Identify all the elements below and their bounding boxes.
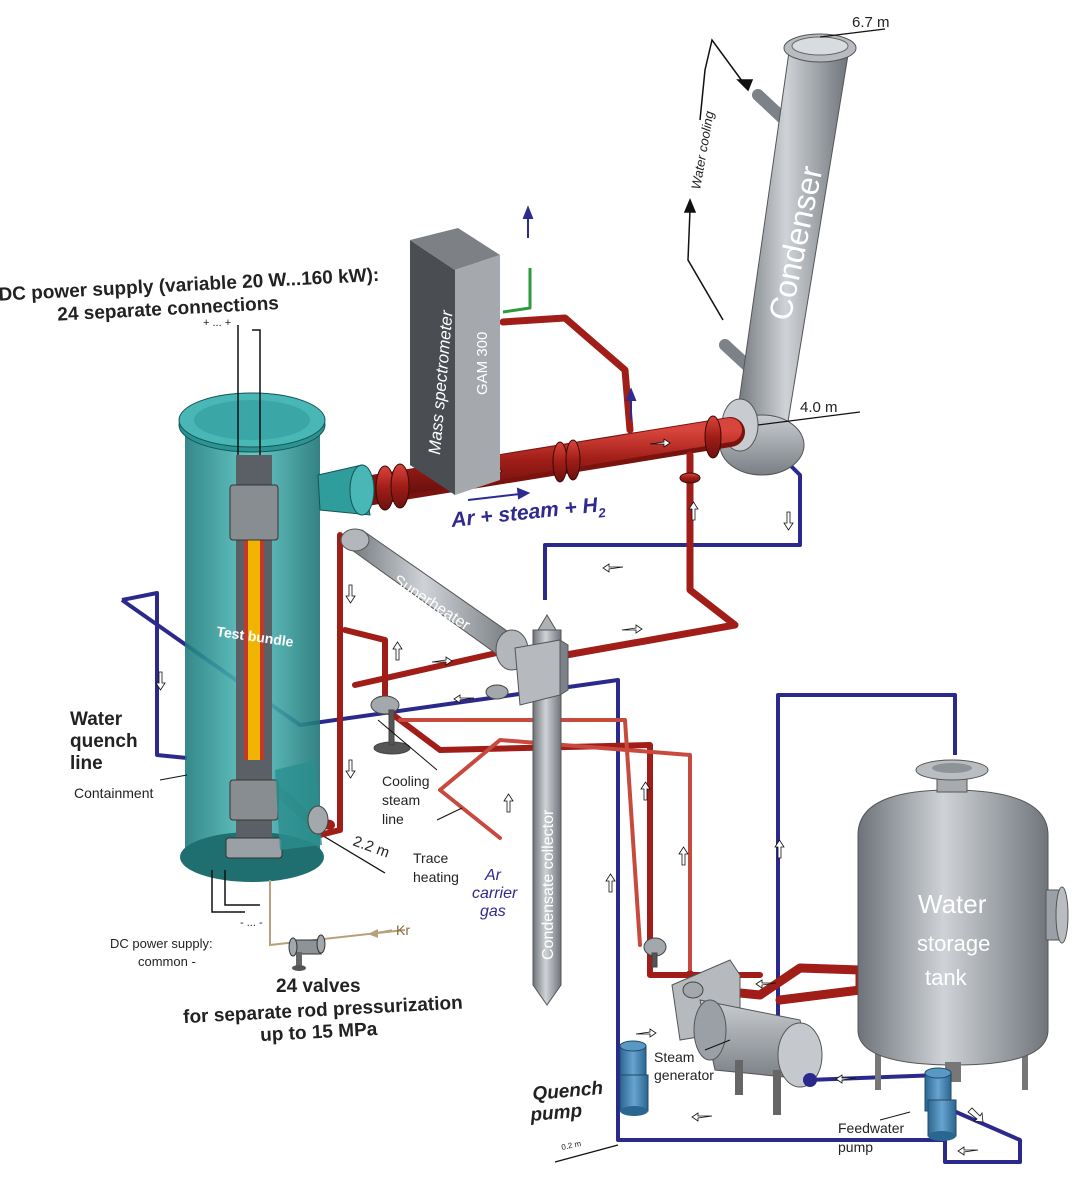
dc-plus-label: + ... + [203, 317, 231, 329]
feedwater-pump [924, 1067, 957, 1141]
trace-heating-label-2: heating [413, 869, 459, 885]
containment-label: Containment [74, 785, 153, 801]
quench-pump [619, 1040, 649, 1116]
dim-top-label: 6.7 m [852, 14, 890, 31]
tank-label-1: Water [918, 889, 987, 919]
callout-lines [159, 719, 911, 1121]
water-cooling-arrows [683, 38, 754, 321]
feedwater-pump-label-1: Feedwater [838, 1120, 904, 1136]
ar-carrier-label-3: gas [480, 903, 506, 920]
dc-common-label-2: common - [138, 954, 196, 969]
quench-pump-label-2: pump [529, 1101, 583, 1127]
condensate-collector [514, 614, 569, 1006]
ar-carrier-label-1: Ar [484, 867, 502, 884]
dc-common-label-1: DC power supply: [110, 936, 213, 951]
quench-line-left [121, 591, 188, 760]
steam-generator-label-1: Steam [654, 1049, 694, 1065]
flanges [375, 415, 722, 511]
dim-mid-label: 4.0 m [800, 399, 838, 416]
dim-scale-label: 0.2 m [561, 1139, 583, 1152]
gas-flow-arrows [467, 205, 637, 501]
steam-generator-label-2: generator [654, 1067, 714, 1083]
water-quench-label-3: line [70, 753, 103, 774]
condensate-collector-label: Condensate collector [540, 809, 557, 960]
pressurization-line [269, 880, 406, 971]
dc-minus-label: - ... - [240, 917, 263, 929]
steam-generator [671, 959, 823, 1115]
tank-vent-line [776, 693, 957, 1115]
water-cooling-label: Water cooling [688, 109, 717, 190]
cooling-steam-label-3: line [382, 811, 404, 827]
feedwater-pump-label-2: pump [838, 1139, 873, 1155]
flow-arrows [155, 501, 984, 1156]
tank-label-3: tank [925, 965, 968, 990]
test-containment [178, 325, 375, 913]
trace-heating-label-1: Trace [413, 850, 448, 866]
cooling-steam-label-2: steam [382, 792, 420, 808]
water-quench-label-1: Water [70, 709, 123, 730]
tank-label-2: storage [917, 931, 990, 956]
dim-low-label: 2.2 m [351, 833, 392, 862]
text-labels: DC power supply (variable 20 W...160 kW)… [0, 14, 990, 1155]
ar-carrier-label-2: carrier [472, 885, 518, 902]
valves-label-1: 24 valves [276, 976, 361, 997]
water-storage-tank [857, 759, 1069, 1090]
cooling-steam-label-1: Cooling [382, 773, 429, 789]
kr-label: Kr [396, 922, 410, 938]
mass-spectrometer [410, 228, 500, 495]
condenser-return-line [543, 458, 802, 600]
water-quench-label-2: quench [70, 731, 138, 752]
valves [370, 684, 667, 968]
gam-label: GAM 300 [474, 332, 491, 395]
